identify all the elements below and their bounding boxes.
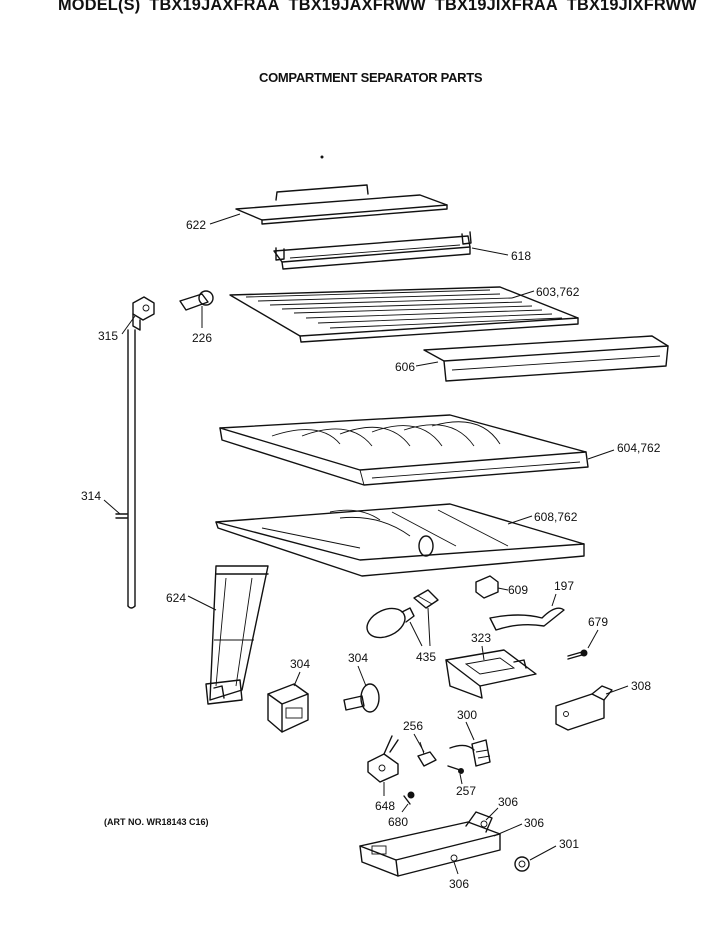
callout-606: 606 <box>395 360 415 374</box>
callout-680: 680 <box>388 815 408 829</box>
part-622-cover <box>235 184 448 225</box>
callout-257: 257 <box>456 784 476 798</box>
callout-304a: 304 <box>290 657 310 671</box>
callout-226: 226 <box>192 331 212 345</box>
leader-618 <box>471 247 509 256</box>
leader-306b <box>493 823 523 837</box>
leader-606 <box>415 361 439 367</box>
callout-609: 609 <box>508 583 528 597</box>
model-header: MODEL(S) TBX19JAXFRAA TBX19JAXFRWW TBX19JIX… <box>58 0 706 15</box>
part-301-knob <box>514 856 530 872</box>
callout-648: 648 <box>375 799 395 813</box>
part-603-grille <box>229 286 579 343</box>
part-435-lamp <box>366 589 439 639</box>
models-prefix: MODEL(S) <box>58 0 141 14</box>
leader-304b <box>357 665 367 687</box>
part-197-spring <box>489 607 565 631</box>
part-648-thermostat <box>367 735 399 783</box>
leader-197 <box>551 593 557 607</box>
part-604-separator <box>219 414 589 486</box>
callout-315: 315 <box>98 329 118 343</box>
leader-306a <box>485 807 499 821</box>
leader-257 <box>459 773 463 785</box>
part-315-bracket <box>132 296 155 331</box>
callout-197: 197 <box>554 579 574 593</box>
leader-256 <box>413 733 425 753</box>
callout-618: 618 <box>511 249 531 263</box>
callout-304b: 304 <box>348 651 368 665</box>
leader-306c <box>453 861 459 875</box>
callout-622: 622 <box>186 218 206 232</box>
art-number: (ART NO. WR18143 C16) <box>104 817 209 827</box>
model-number-1: TBX19JAXFRAA <box>149 0 280 14</box>
part-226-bushing <box>179 290 214 311</box>
leader-608 <box>507 515 533 525</box>
callout-314: 314 <box>81 489 101 503</box>
leader-435 <box>409 607 431 647</box>
callout-256: 256 <box>403 719 423 733</box>
callout-435: 435 <box>416 650 436 664</box>
model-number-2: TBX19JAXFRWW <box>288 0 426 14</box>
part-680-screw <box>403 791 415 805</box>
part-679-screw <box>567 649 588 660</box>
model-number-4: TBX19JIXFRWW <box>566 0 697 14</box>
dot-mark <box>320 155 324 159</box>
leader-679 <box>587 629 599 649</box>
part-608-separator <box>215 503 585 577</box>
callout-608: 608,762 <box>534 510 578 524</box>
leader-622 <box>209 213 241 225</box>
leader-609 <box>497 587 509 591</box>
part-323-housing <box>445 649 537 699</box>
part-618-damper <box>273 231 472 270</box>
part-306-bracket <box>359 811 501 877</box>
callout-306c: 306 <box>449 877 469 891</box>
part-304-knob <box>343 683 380 713</box>
part-606-trim <box>423 335 669 382</box>
leader-603 <box>511 290 535 299</box>
leader-314 <box>103 499 121 515</box>
leader-301 <box>529 845 557 861</box>
leader-308 <box>605 685 629 695</box>
part-304-block <box>267 683 309 733</box>
part-609-clip <box>475 575 499 599</box>
part-300-harness <box>449 739 491 767</box>
part-624-duct <box>205 565 269 705</box>
part-308-bracket <box>555 685 613 731</box>
leader-304a <box>293 671 301 687</box>
diagram-title: COMPARTMENT SEPARATOR PARTS <box>259 70 483 85</box>
part-314-rod <box>115 329 136 609</box>
leader-624 <box>187 595 217 611</box>
callout-300: 300 <box>457 708 477 722</box>
part-257-screw <box>447 765 464 774</box>
callout-301: 301 <box>559 837 579 851</box>
callout-624: 624 <box>166 591 186 605</box>
callout-604: 604,762 <box>617 441 661 455</box>
callout-679: 679 <box>588 615 608 629</box>
model-number-3: TBX19JIXFRAA <box>434 0 558 14</box>
callout-603: 603,762 <box>536 285 580 299</box>
leader-604 <box>587 449 615 460</box>
leader-315 <box>121 315 136 335</box>
leader-680 <box>401 803 409 813</box>
callout-323: 323 <box>471 631 491 645</box>
callout-306a: 306 <box>498 795 518 809</box>
leader-323 <box>481 645 485 661</box>
leader-300 <box>465 721 475 741</box>
callout-306b: 306 <box>524 816 544 830</box>
callout-308: 308 <box>631 679 651 693</box>
